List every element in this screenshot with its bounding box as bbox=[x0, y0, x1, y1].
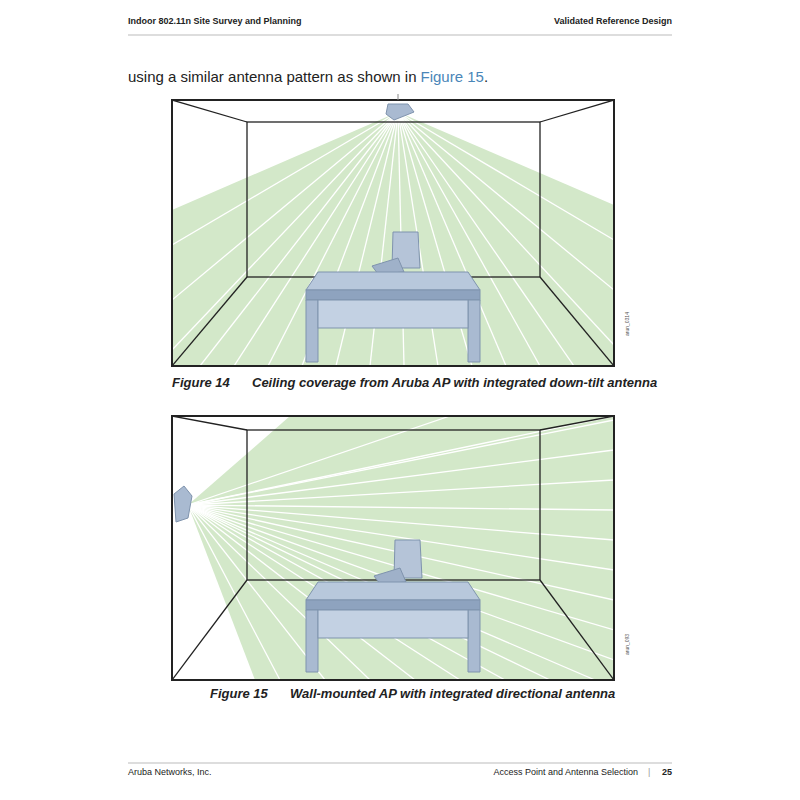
coverage-ray bbox=[188, 505, 505, 680]
desk-chair bbox=[306, 540, 480, 672]
figure-caption: Wall-mounted AP with integrated directio… bbox=[290, 686, 615, 701]
wall-ap bbox=[174, 486, 192, 522]
body-text: using a similar antenna pattern as shown… bbox=[128, 68, 417, 85]
ceiling-ap bbox=[386, 104, 414, 120]
coverage-ray bbox=[188, 505, 614, 540]
desk-chair bbox=[306, 232, 480, 362]
artwork-id: arun_093 bbox=[624, 634, 630, 655]
figure-number: Figure 14 bbox=[172, 375, 230, 390]
body-paragraph: using a similar antenna pattern as shown… bbox=[128, 68, 488, 86]
header-rule bbox=[128, 35, 672, 36]
figure-14-room bbox=[172, 100, 614, 366]
coverage-ray bbox=[188, 505, 614, 660]
coverage-ray bbox=[188, 505, 595, 680]
coverage-ray bbox=[188, 505, 325, 680]
footer-text: Access Point and Antenna Selection bbox=[493, 767, 638, 777]
coverage-ray bbox=[188, 505, 550, 680]
coverage-ray bbox=[188, 450, 614, 505]
coverage-ray bbox=[398, 112, 614, 240]
figure-caption: Ceiling coverage from Aruba AP with inte… bbox=[252, 375, 657, 390]
body-text: . bbox=[484, 68, 488, 85]
figure-number: Figure 15 bbox=[210, 686, 268, 701]
page-number: 25 bbox=[662, 767, 672, 777]
cross-reference: Figure 15 bbox=[421, 68, 484, 85]
coverage-ray bbox=[188, 505, 614, 510]
artwork-id: arun_0314 bbox=[624, 312, 630, 336]
footer-rule bbox=[128, 763, 672, 764]
footer-separator: | bbox=[648, 767, 650, 777]
coverage-ray bbox=[188, 505, 280, 680]
coverage-ray bbox=[398, 112, 614, 290]
running-header: Indoor 802.11n Site Survey and Planning bbox=[128, 16, 302, 26]
footer-text: Aruba Networks, Inc. bbox=[128, 767, 212, 777]
figure-15-room bbox=[172, 416, 614, 680]
running-header: Validated Reference Design bbox=[554, 16, 672, 26]
